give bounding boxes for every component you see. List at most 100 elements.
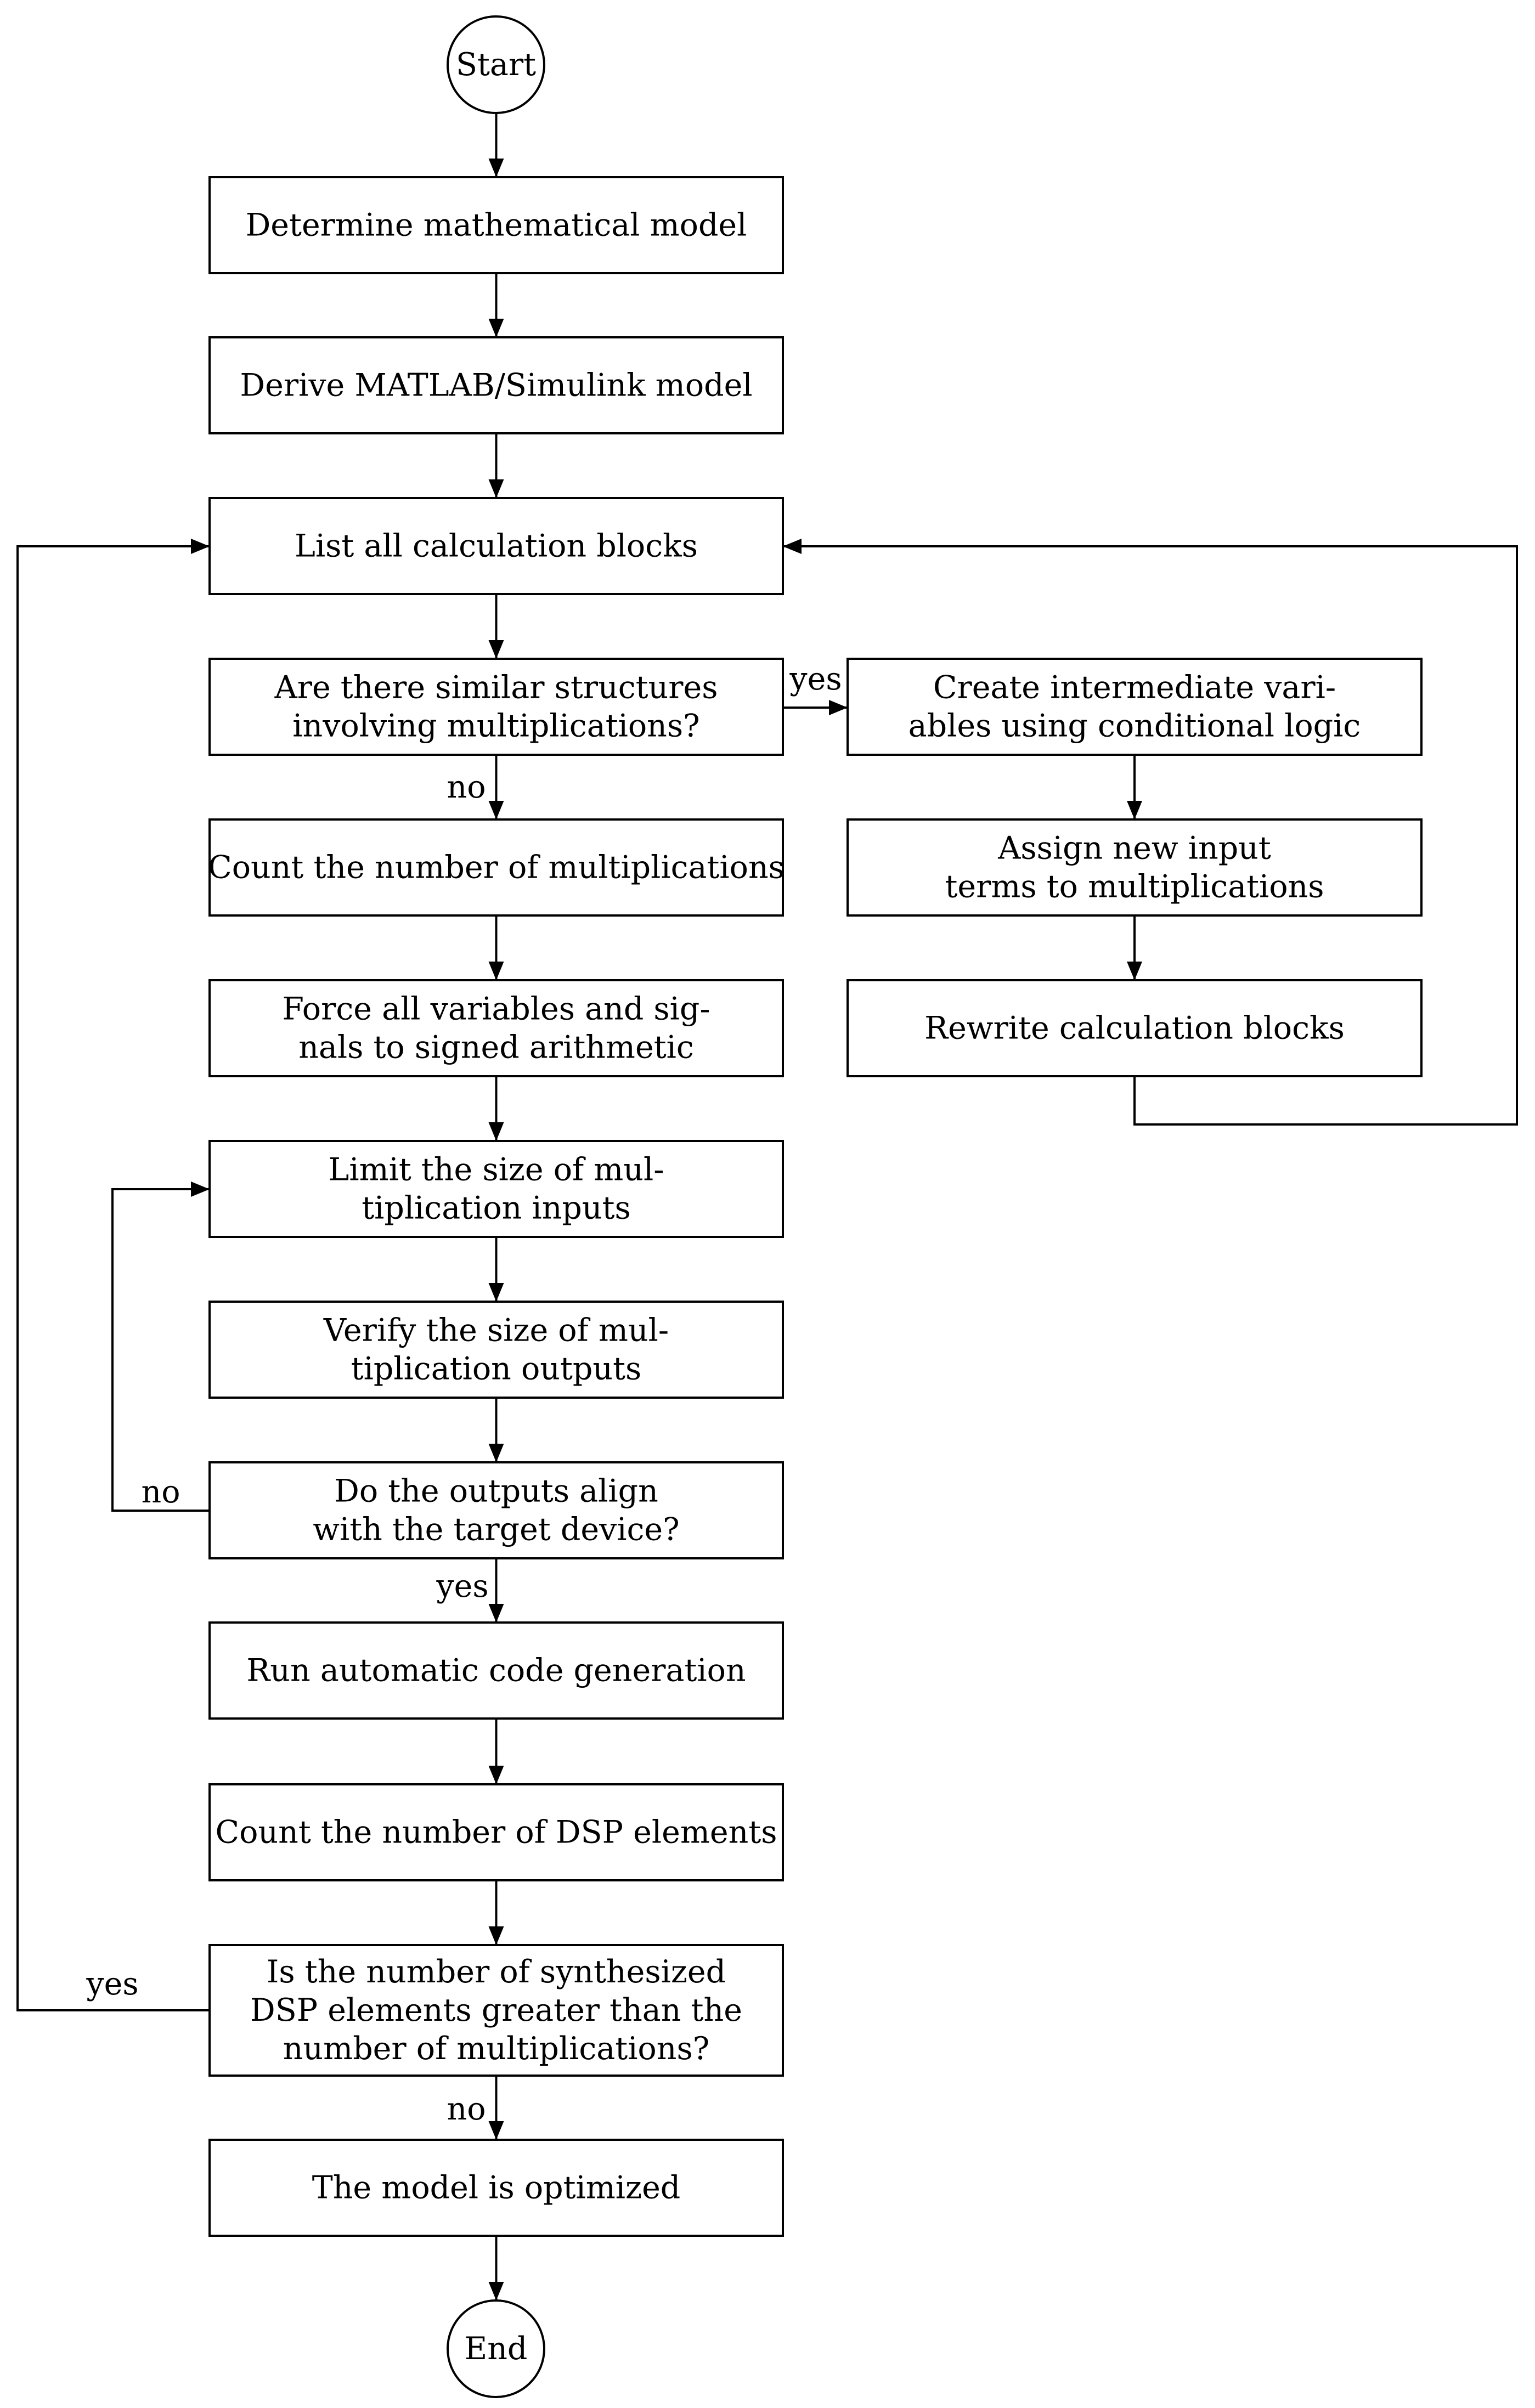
node-label: Rewrite calculation blocks bbox=[924, 1010, 1345, 1047]
process-box bbox=[208, 1783, 784, 1881]
process-box bbox=[208, 1944, 784, 2077]
edge-limit-to-verify bbox=[488, 1237, 504, 1302]
node-label: Count the number of multiplications bbox=[208, 850, 785, 886]
process-box bbox=[208, 818, 784, 917]
edge-run-to-count-dsp bbox=[488, 1719, 504, 1784]
edge-label: no bbox=[447, 2091, 486, 2127]
node-create: Create intermediate vari-ables using con… bbox=[846, 658, 1423, 756]
edge-count-mult-to-force bbox=[488, 915, 504, 980]
node-label: Create intermediate vari- bbox=[933, 670, 1336, 706]
edge-synth-to-optimized bbox=[488, 2076, 504, 2140]
connector-line bbox=[111, 1188, 210, 1512]
edge-align-to-run bbox=[488, 1558, 504, 1623]
arrowhead bbox=[488, 479, 504, 498]
node-list: List all calculation blocks bbox=[208, 497, 784, 595]
arrowhead bbox=[829, 700, 848, 715]
arrowhead bbox=[488, 319, 504, 337]
arrowhead bbox=[191, 539, 210, 554]
edge-label: yes bbox=[436, 1568, 488, 1604]
edge-create-to-assign bbox=[1127, 755, 1142, 819]
node-label: tiplication outputs bbox=[351, 1351, 642, 1387]
node-count-dsp: Count the number of DSP elements bbox=[208, 1783, 784, 1881]
arrowhead bbox=[191, 1182, 210, 1197]
node-label: DSP elements greater than the bbox=[250, 1992, 742, 2028]
node-count-mult: Count the number of multiplications bbox=[208, 818, 785, 917]
edge-label: yes bbox=[789, 661, 842, 697]
node-label: Determine mathematical model bbox=[246, 207, 747, 244]
node-label: Limit the size of mul- bbox=[329, 1152, 664, 1188]
node-derive: Derive MATLAB/Simulink model bbox=[208, 336, 784, 434]
node-label: Do the outputs align bbox=[334, 1473, 658, 1510]
edge-optimized-to-end bbox=[488, 2236, 504, 2300]
process-box bbox=[208, 336, 784, 434]
process-box bbox=[208, 1301, 784, 1399]
arrowhead bbox=[488, 2282, 504, 2300]
node-label: Are there similar structures bbox=[274, 670, 718, 706]
node-optimized: The model is optimized bbox=[208, 2139, 784, 2237]
node-label: Force all variables and sig- bbox=[282, 991, 710, 1027]
node-label: terms to multiplications bbox=[945, 869, 1324, 905]
process-box bbox=[208, 1461, 784, 1559]
process-box bbox=[208, 176, 784, 274]
process-box bbox=[208, 658, 784, 756]
edges-layer bbox=[16, 113, 1518, 2300]
node-limit: Limit the size of mul-tiplication inputs bbox=[208, 1140, 784, 1238]
edge-label: no bbox=[141, 1474, 180, 1510]
edge-determine-to-derive bbox=[488, 273, 504, 337]
process-box bbox=[208, 497, 784, 595]
edge-force-to-limit bbox=[488, 1076, 504, 1141]
edge-synth-to-list bbox=[16, 539, 210, 2011]
end-terminal-shape bbox=[447, 2299, 545, 2398]
arrowhead bbox=[488, 801, 504, 819]
node-label: End bbox=[465, 2331, 528, 2367]
process-box bbox=[846, 979, 1423, 1077]
arrowhead bbox=[488, 1604, 504, 1623]
node-label: involving multiplications? bbox=[292, 708, 699, 744]
edge-label: no bbox=[447, 769, 486, 805]
node-label: Start bbox=[456, 47, 536, 83]
arrowhead bbox=[488, 1926, 504, 1945]
arrowhead bbox=[488, 159, 504, 177]
node-label: number of multiplications? bbox=[283, 2031, 710, 2067]
arrowhead bbox=[783, 539, 802, 554]
process-box bbox=[846, 818, 1423, 917]
connector-line bbox=[783, 545, 1518, 1126]
node-label: with the target device? bbox=[313, 1512, 679, 1548]
node-force: Force all variables and sig-nals to sign… bbox=[208, 979, 784, 1077]
arrowhead bbox=[1127, 801, 1142, 819]
node-end: End bbox=[447, 2299, 545, 2398]
connector-line bbox=[16, 545, 210, 2011]
node-verify: Verify the size of mul-tiplication outpu… bbox=[208, 1301, 784, 1399]
arrowhead bbox=[488, 1766, 504, 1784]
edge-list-to-similar bbox=[488, 594, 504, 659]
edge-rewrite-to-list bbox=[783, 539, 1518, 1126]
node-label: The model is optimized bbox=[312, 2170, 681, 2206]
arrowhead bbox=[1127, 962, 1142, 980]
node-label: Run automatic code generation bbox=[246, 1653, 746, 1689]
process-box bbox=[208, 979, 784, 1077]
node-label: Count the number of DSP elements bbox=[216, 1815, 777, 1851]
edge-derive-to-list bbox=[488, 433, 504, 498]
node-run: Run automatic code generation bbox=[208, 1621, 784, 1720]
arrowhead bbox=[488, 640, 504, 659]
arrowhead bbox=[488, 1283, 504, 1302]
node-label: Is the number of synthesized bbox=[267, 1954, 726, 1990]
process-box bbox=[208, 1621, 784, 1720]
edge-align-to-limit bbox=[111, 1182, 210, 1512]
node-label: List all calculation blocks bbox=[295, 528, 698, 564]
node-label: Verify the size of mul- bbox=[323, 1313, 669, 1349]
node-rewrite: Rewrite calculation blocks bbox=[846, 979, 1423, 1077]
arrowhead bbox=[488, 962, 504, 980]
edge-count-dsp-to-synth bbox=[488, 1880, 504, 1945]
node-start: Start bbox=[447, 15, 545, 114]
edge-similar-to-count-mult bbox=[488, 755, 504, 819]
process-box bbox=[208, 1140, 784, 1238]
arrowhead bbox=[488, 2121, 504, 2140]
